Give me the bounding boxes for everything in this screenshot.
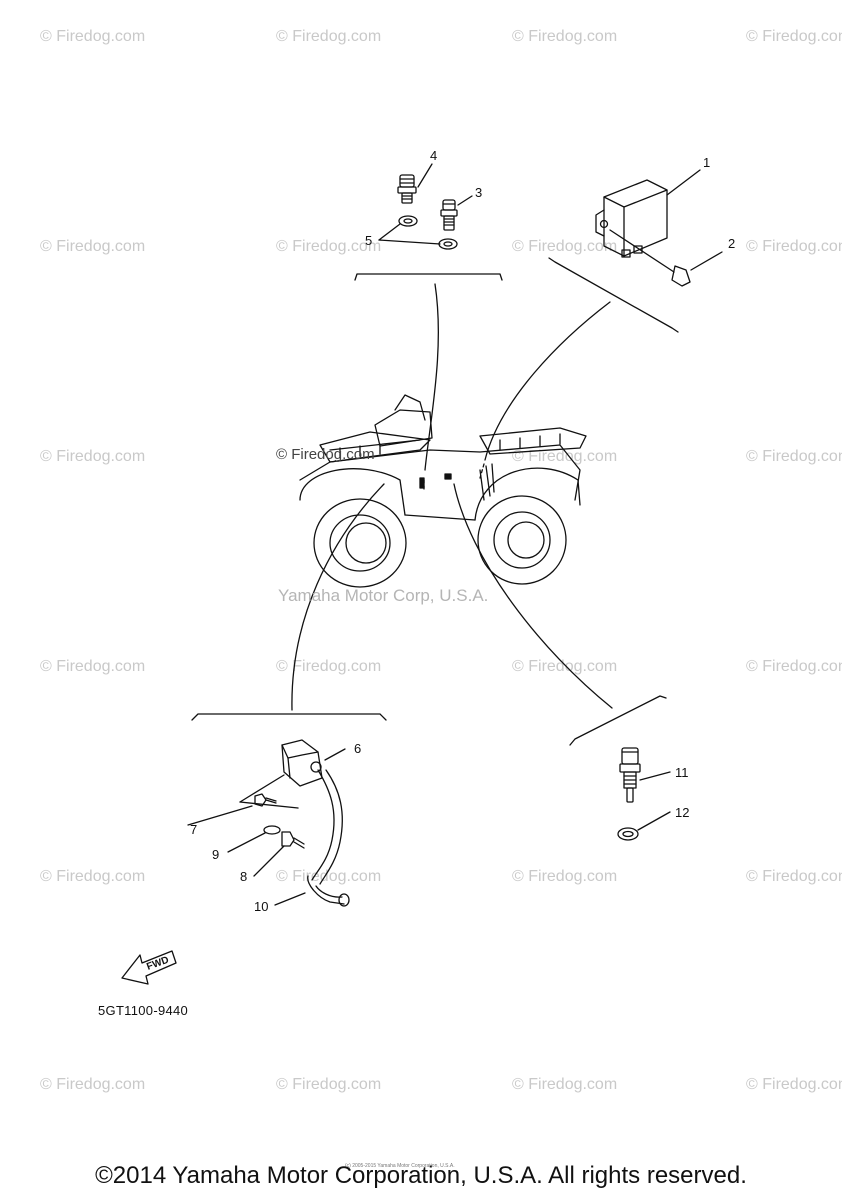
watermark: © Firedog.com	[276, 658, 382, 675]
washer-5b-icon	[438, 238, 458, 250]
callout-7: 7	[190, 822, 198, 837]
watermark: © Firedog.com	[276, 238, 382, 255]
watermark: © Firedog.com	[40, 238, 146, 255]
brand-watermark: Yamaha Motor Corp, U.S.A.	[278, 586, 489, 605]
watermark: © Firedog.com	[746, 1076, 842, 1093]
callout-6: 6	[354, 741, 362, 756]
callout-3: 3	[475, 185, 483, 200]
sensor-group-top-left	[354, 163, 503, 491]
callout-4: 4	[430, 148, 438, 163]
callout-1: 1	[703, 155, 711, 170]
watermark: © Firedog.com	[746, 238, 842, 255]
watermark: © Firedog.com	[746, 28, 842, 45]
fwd-arrow-icon: FWD	[121, 950, 177, 985]
callout-5: 5	[365, 233, 373, 248]
sensor-3-icon	[440, 199, 458, 231]
watermark: © Firedog.com	[40, 1076, 146, 1093]
watermark: © Firedog.com	[512, 28, 618, 45]
watermark: © Firedog.com	[276, 868, 382, 885]
watermark: © Firedog.com	[512, 868, 618, 885]
watermark: © Firedog.com	[40, 28, 146, 45]
front-wheel-icon	[477, 495, 567, 585]
rear-wheel-icon	[313, 498, 407, 588]
watermark: © Firedog.com	[276, 28, 382, 45]
callout-11: 11	[675, 765, 689, 780]
tiny-copyright: (c) 2005-2015 Yamaha Motor Corporation, …	[345, 1163, 455, 1169]
fwd-label: FWD	[145, 955, 170, 973]
watermark: © Firedog.com	[512, 658, 618, 675]
part-code: 5GT1100-9440	[98, 1003, 189, 1018]
callout-9: 9	[212, 847, 220, 862]
atv-illustration	[299, 394, 587, 588]
washer-5a-icon	[398, 215, 418, 227]
thermo-sensor-group	[453, 483, 671, 841]
callout-12: 12	[675, 805, 690, 820]
callout-8: 8	[240, 869, 248, 884]
watermark: © Firedog.com	[746, 448, 842, 465]
watermark: © Firedog.com	[40, 658, 146, 675]
watermark: © Firedog.com	[512, 1076, 618, 1093]
callout-10: 10	[254, 899, 269, 914]
watermark: © Firedog.com	[276, 1076, 382, 1093]
callout-2: 2	[728, 236, 736, 251]
watermark: © Firedog.com	[40, 868, 146, 885]
watermark: © Firedog.com	[512, 448, 618, 465]
sensor-4-icon	[397, 174, 417, 204]
center-watermark: © Firedog.com	[276, 446, 375, 463]
watermark: © Firedog.com	[746, 658, 842, 675]
watermark: © Firedog.com	[746, 868, 842, 885]
ecu-group	[479, 169, 723, 479]
watermark: © Firedog.com	[40, 448, 146, 465]
copyright-notice: ©2014 Yamaha Motor Corporation, U.S.A. A…	[95, 1162, 747, 1189]
watermark: © Firedog.com	[512, 238, 618, 255]
coil-group	[187, 483, 387, 907]
